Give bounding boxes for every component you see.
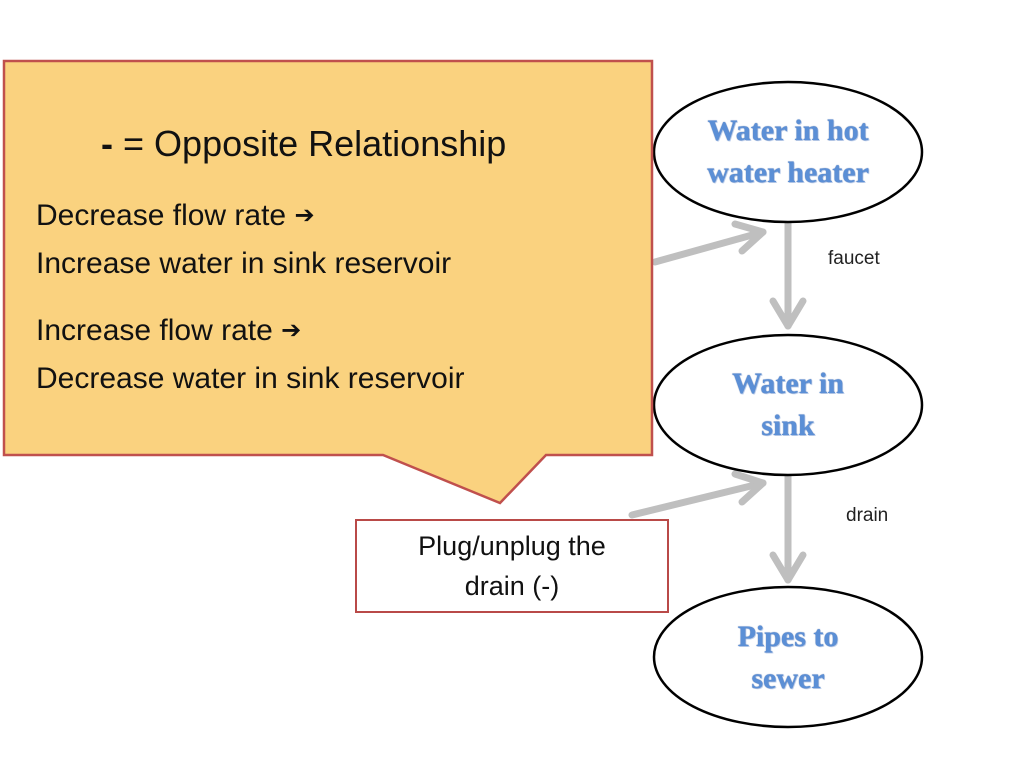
influence-arrow-lower <box>628 470 767 519</box>
node-ellipse-sewer <box>652 585 924 729</box>
callout-box <box>2 59 654 505</box>
callout-p2-line-1: Increase flow rate <box>36 314 273 347</box>
flow-arrow-drain <box>769 472 807 584</box>
callout-paragraph-2: Increase flow rate ➔ Decrease water in s… <box>36 306 464 403</box>
node-hot-water-heater: Water in hot water heater <box>660 92 916 212</box>
plug-box-line-1: Plug/unplug the <box>418 531 606 561</box>
plug-drain-box: Plug/unplug the drain (-) <box>355 519 669 613</box>
flow-arrow-faucet <box>769 218 807 330</box>
node-sewer-line-1: Pipes to <box>737 620 839 653</box>
right-arrow-icon: ➔ <box>281 316 302 344</box>
node-sink-line-1: Water in <box>732 367 844 400</box>
callout-paragraph-1: Decrease flow rate ➔ Increase water in s… <box>36 191 451 288</box>
callout-p1-line-1: Decrease flow rate <box>36 199 287 232</box>
node-hot-water-heater-line-1: Water in hot <box>707 114 869 147</box>
plug-box-line-2: drain (-) <box>464 571 560 601</box>
opposite-symbol: - <box>101 123 113 164</box>
node-sink-line-2: sink <box>761 409 815 442</box>
node-sewer: Pipes to sewer <box>660 598 916 718</box>
node-ellipse-hot-water-heater <box>652 80 924 224</box>
right-arrow-icon: ➔ <box>294 201 315 229</box>
callout-heading: - = Opposite Relationship <box>101 120 506 168</box>
node-sink: Water in sink <box>660 345 916 465</box>
node-hot-water-heater-line-2: water heater <box>707 156 869 189</box>
edge-label-drain: drain <box>846 505 889 526</box>
node-sewer-line-2: sewer <box>751 662 825 695</box>
callout-p1-line-2: Increase water in sink reservoir <box>36 247 452 280</box>
edge-label-faucet: faucet <box>828 248 880 269</box>
callout-heading-text: = Opposite Relationship <box>123 123 507 164</box>
node-ellipse-sink <box>652 333 924 477</box>
influence-arrow-upper <box>651 220 767 266</box>
callout-p2-line-2: Decrease water in sink reservoir <box>36 362 465 395</box>
